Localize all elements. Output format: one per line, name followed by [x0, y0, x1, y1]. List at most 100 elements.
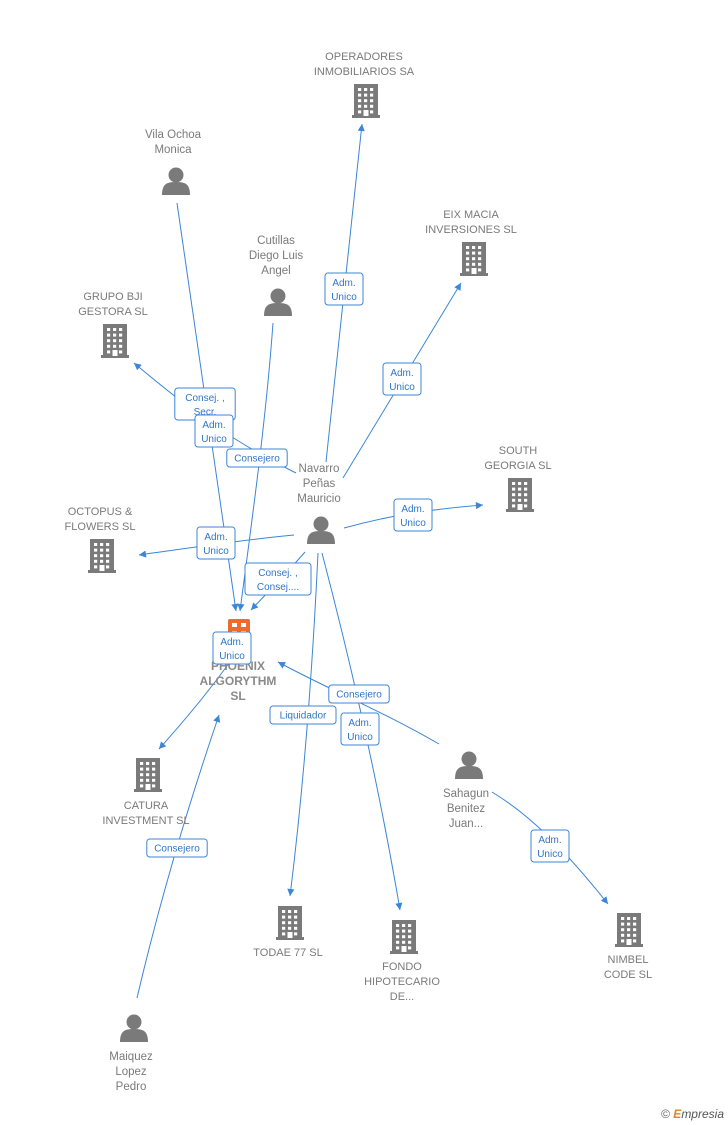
relation-badge-text: Consejero	[154, 844, 200, 855]
node-label: Angel	[261, 265, 290, 277]
edge-navarro-todae	[287, 552, 319, 897]
node-label: GEORGIA SL	[484, 460, 551, 472]
edge-arrowhead	[395, 902, 403, 910]
company-building-icon	[101, 324, 129, 358]
empresia-watermark: © Empresia	[661, 1107, 724, 1121]
company-building-icon	[352, 84, 380, 118]
node-label: Sahagun	[443, 788, 489, 800]
relation-badge[interactable]: Liquidador	[269, 705, 337, 725]
node-south[interactable]: SOUTH GEORGIA SL	[484, 445, 552, 512]
node-label: Navarro	[299, 463, 340, 475]
relation-badge[interactable]: Adm.Unico	[382, 362, 422, 396]
relation-badge-box	[382, 362, 422, 396]
node-label: GRUPO BJI	[83, 291, 142, 303]
node-label: OPERADORES	[325, 51, 403, 63]
node-label: SL	[230, 689, 245, 703]
relation-badge-text: Unico	[203, 546, 229, 557]
relation-badge[interactable]: Adm.Unico	[340, 712, 380, 746]
edge-phoenix-catura	[158, 658, 233, 750]
company-building-icon	[276, 906, 304, 940]
edge-arrowhead	[159, 741, 167, 749]
node-label: OCTOPUS &	[68, 506, 133, 518]
node-label: Juan...	[449, 818, 484, 830]
node-label: Lopez	[115, 1066, 147, 1078]
relation-badge-text: Unico	[537, 849, 563, 860]
node-octopus[interactable]: OCTOPUS & FLOWERS SL	[65, 506, 136, 573]
edge-arrowhead	[454, 283, 461, 291]
edge-arrowhead	[231, 603, 239, 611]
relation-badge-box	[340, 712, 380, 746]
node-label: Benitez	[447, 803, 486, 815]
relation-badge[interactable]: Adm.Unico	[194, 414, 234, 448]
relation-badge-text: Unico	[331, 292, 357, 303]
node-fondo[interactable]: FONDO HIPOTECARIO DE...	[364, 920, 440, 1003]
relation-badge[interactable]: Consejero	[226, 448, 288, 468]
person-icon	[162, 167, 190, 195]
relation-badge-text: Adm.	[538, 835, 561, 846]
relation-badge[interactable]: Adm. Unico	[196, 526, 236, 560]
relation-badge[interactable]: Adm.Unico	[393, 498, 433, 532]
copyright-symbol: ©	[661, 1107, 670, 1121]
relation-badge-box	[196, 526, 236, 560]
edge-arrowhead	[134, 363, 142, 371]
relation-badge-text: Secr.	[194, 407, 217, 418]
node-label: Mauricio	[297, 493, 340, 505]
relation-badge-box	[530, 829, 570, 863]
relation-badge[interactable]: Adm.Unico	[324, 272, 364, 306]
relation-badge[interactable]: Consej. , Consej....	[244, 562, 312, 596]
node-sahagun[interactable]: SahagunBenitezJuan...	[443, 751, 489, 831]
node-label: Diego Luis	[249, 250, 304, 262]
edge-line	[158, 658, 233, 750]
node-label: INMOBILIARIOS SA	[314, 66, 415, 78]
person-icon	[307, 516, 335, 544]
node-label: HIPOTECARIO	[364, 976, 440, 988]
brand-initial: E	[673, 1107, 682, 1121]
edge-arrowhead	[139, 550, 147, 558]
relation-badge-box	[194, 414, 234, 448]
person-icon	[264, 288, 292, 316]
relation-badge-text: Consej. ,	[185, 393, 224, 404]
company-building-icon	[88, 539, 116, 573]
relation-badge-text: Liquidador	[280, 711, 327, 722]
node-label: DE...	[390, 991, 414, 1003]
relation-badge-text: Adm.	[401, 504, 424, 515]
company-building-icon	[460, 242, 488, 276]
node-label: ALGORYTHM	[200, 674, 277, 688]
relation-badge-box	[269, 705, 337, 725]
relation-badge[interactable]: Adm. Unico	[530, 829, 570, 863]
node-operadores[interactable]: OPERADORES INMOBILIARIOS SA	[314, 51, 415, 118]
node-label: FLOWERS SL	[65, 521, 136, 533]
node-label: GESTORA SL	[78, 306, 148, 318]
node-grupo[interactable]: GRUPO BJI GESTORA SL	[78, 291, 148, 358]
node-label: INVERSIONES SL	[425, 224, 517, 236]
edge-arrowhead	[237, 603, 245, 611]
node-label: Monica	[154, 144, 192, 156]
edge-arrowhead	[287, 888, 295, 896]
relation-badge-text: Adm.	[390, 368, 413, 379]
edge-arrowhead	[600, 896, 608, 904]
relation-badge[interactable]: Adm. Unico	[212, 631, 252, 665]
relation-badge-text: Unico	[201, 434, 227, 445]
relation-badge-text: Adm.	[220, 637, 243, 648]
edge-arrowhead	[278, 662, 286, 669]
relation-badge-text: Unico	[219, 651, 245, 662]
node-todae[interactable]: TODAE 77 SL	[253, 906, 323, 959]
relation-badge-text: Consej. ,	[258, 568, 297, 579]
node-label: Peñas	[303, 478, 336, 490]
relation-badge-text: Adm.	[204, 532, 227, 543]
relation-badge[interactable]: Consejero	[146, 838, 208, 858]
relation-badge[interactable]: Consejero	[328, 684, 390, 704]
relation-badge-text: Consej....	[257, 582, 299, 593]
node-label: SOUTH	[499, 445, 538, 457]
node-label: FONDO	[382, 961, 422, 973]
node-label: CODE SL	[604, 969, 652, 981]
relation-badge-box	[324, 272, 364, 306]
edge-arrowhead	[213, 715, 221, 723]
